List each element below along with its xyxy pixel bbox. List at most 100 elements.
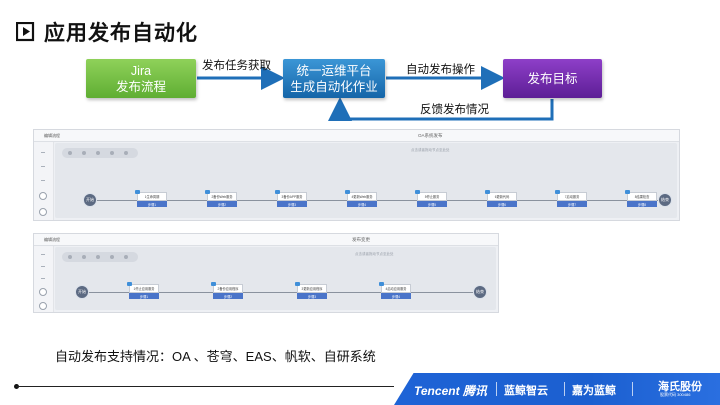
end-node[interactable]: 结束 (658, 193, 672, 207)
panel-header: 编辑流程 发布变更 (34, 234, 498, 246)
side-tool-icon[interactable] (41, 278, 45, 279)
step-handle-icon (205, 190, 210, 194)
end-node[interactable]: 结束 (473, 285, 487, 299)
panel-header: 编辑流程 OA系统发布 (34, 130, 679, 142)
step-label: 步骤3 (277, 201, 307, 207)
step-name: 8结果检查 (627, 192, 657, 201)
panel-title: 编辑流程 (44, 133, 60, 138)
node-tool-icon[interactable] (39, 208, 47, 216)
side-tool-icon[interactable] (41, 266, 45, 267)
workflow-step-node[interactable]: 2备份应用程序步骤2 (211, 282, 243, 299)
zoom-out-icon[interactable] (82, 151, 86, 155)
jira-label: Jira (130, 63, 152, 78)
step-name: 4更新Web服务 (347, 192, 377, 201)
slide-title-icon (16, 22, 35, 42)
target-label: 发布目标 (527, 71, 578, 86)
step-handle-icon (379, 282, 384, 286)
workflow-step-node[interactable]: 1生命周期步骤1 (135, 190, 167, 207)
ops-label: 统一运维平台 (296, 63, 372, 78)
step-name: 4启动应用服务 (381, 284, 411, 293)
support-summary: 自动发布支持情况：OA 、苍穹、EAS、帆软、自研系统 (55, 349, 376, 364)
jira-sub-label: 发布流程 (115, 79, 166, 94)
zoom-in-icon[interactable] (68, 255, 72, 259)
workflow-step-node[interactable]: 8结果检查步骤8 (625, 190, 657, 207)
side-tool-icon[interactable] (41, 254, 45, 255)
side-tool-icon[interactable] (41, 152, 45, 153)
step-name: 1停止应用服务 (129, 284, 159, 293)
step-name: 2备份应用程序 (213, 284, 243, 293)
workflow-name: OA系统发布 (418, 133, 443, 138)
step-label: 步骤4 (347, 201, 377, 207)
step-name: 6更新代码 (487, 192, 517, 201)
arrow-label-fetch: 发布任务获取 (202, 60, 271, 72)
workflow-step-node[interactable]: 3更新应用程序步骤3 (295, 282, 327, 299)
panel-side-toolbar (34, 142, 54, 220)
workflow-step-node[interactable]: 4更新Web服务步骤4 (345, 190, 377, 207)
start-node[interactable]: 开始 (83, 193, 97, 207)
fullscreen-icon[interactable] (124, 151, 128, 155)
start-node[interactable]: 开始 (75, 285, 89, 299)
step-handle-icon (555, 190, 560, 194)
bluking-logo: 蓝鲸智云 (504, 385, 548, 397)
reset-icon[interactable] (96, 255, 100, 259)
panel-title: 编辑流程 (44, 237, 60, 242)
footer-divider (16, 386, 394, 387)
haishi-logo: 海氏股份 (658, 381, 702, 393)
tencent-logo: Tencent 腾讯 (414, 384, 487, 398)
node-tool-icon[interactable] (39, 192, 47, 200)
step-handle-icon (275, 190, 280, 194)
flow-connector (90, 200, 665, 201)
canvas-toolbar (62, 148, 138, 158)
arrow-label-feedback: 反馈发布情况 (420, 104, 489, 116)
workflow-step-node[interactable]: 3备份APP服务步骤3 (275, 190, 307, 207)
step-name: 2备份Web服务 (207, 192, 237, 201)
step-label: 步骤8 (627, 201, 657, 207)
workflow-step-node[interactable]: 1停止应用服务步骤1 (127, 282, 159, 299)
side-tool-icon[interactable] (41, 166, 45, 167)
step-label: 步骤3 (297, 293, 327, 299)
side-tool-icon[interactable] (41, 180, 45, 181)
page-title: 应用发布自动化 (44, 22, 198, 45)
flow-connector (82, 292, 480, 293)
release-target-box: 发布目标 (503, 59, 602, 98)
step-handle-icon (295, 282, 300, 286)
canvas-hint: 点击或者拖动节点至此处 (355, 252, 394, 256)
canvas-hint: 点击或者拖动节点至此处 (411, 148, 450, 152)
node-tool-icon[interactable] (39, 302, 47, 310)
workflow-step-node[interactable]: 7启动服务步骤7 (555, 190, 587, 207)
workflow-editor-panel-general: 编辑流程 发布变更 点击或者拖动节点至此处 开始 结束 1停止应用服务步骤1 2备份应… (33, 233, 499, 313)
workflow-step-node[interactable]: 4启动应用服务步骤4 (379, 282, 411, 299)
footer-separator (564, 382, 565, 396)
reset-icon[interactable] (96, 151, 100, 155)
step-name: 5停止服务 (417, 192, 447, 201)
workflow-step-node[interactable]: 6更新代码步骤6 (485, 190, 517, 207)
workflow-canvas[interactable]: 点击或者拖动节点至此处 开始 结束 1生命周期步骤1 2备份Web服务步骤2 3备份AP… (55, 143, 677, 218)
step-handle-icon (625, 190, 630, 194)
step-name: 3更新应用程序 (297, 284, 327, 293)
workflow-canvas[interactable]: 点击或者拖动节点至此处 开始 结束 1停止应用服务步骤1 2备份应用程序步骤2 3更新应… (55, 247, 496, 310)
step-label: 步骤2 (213, 293, 243, 299)
step-label: 步骤4 (381, 293, 411, 299)
fullscreen-icon[interactable] (124, 255, 128, 259)
flow-arrows (197, 66, 554, 121)
fit-icon[interactable] (110, 255, 114, 259)
step-handle-icon (345, 190, 350, 194)
step-label: 步骤7 (557, 201, 587, 207)
step-label: 步骤6 (487, 201, 517, 207)
step-label: 步骤1 (137, 201, 167, 207)
workflow-editor-panel-oa: 编辑流程 OA系统发布 点击或者拖动节点至此处 开始 结束 1生命周期步骤1 2备份W… (33, 129, 680, 221)
fit-icon[interactable] (110, 151, 114, 155)
step-handle-icon (127, 282, 132, 286)
jira-release-process-box: Jira 发布流程 (86, 59, 196, 98)
zoom-out-icon[interactable] (82, 255, 86, 259)
step-label: 步骤5 (417, 201, 447, 207)
step-name: 7启动服务 (557, 192, 587, 201)
step-label: 步骤1 (129, 293, 159, 299)
workflow-step-node[interactable]: 5停止服务步骤5 (415, 190, 447, 207)
zoom-in-icon[interactable] (68, 151, 72, 155)
node-tool-icon[interactable] (39, 288, 47, 296)
footer-brand-bar: Tencent 腾讯 蓝鲸智云 嘉为蓝鲸 海氏股份 股票代码 300486 (394, 373, 720, 405)
footer-separator (632, 382, 633, 396)
canway-logo: 嘉为蓝鲸 (572, 385, 616, 397)
workflow-step-node[interactable]: 2备份Web服务步骤2 (205, 190, 237, 207)
